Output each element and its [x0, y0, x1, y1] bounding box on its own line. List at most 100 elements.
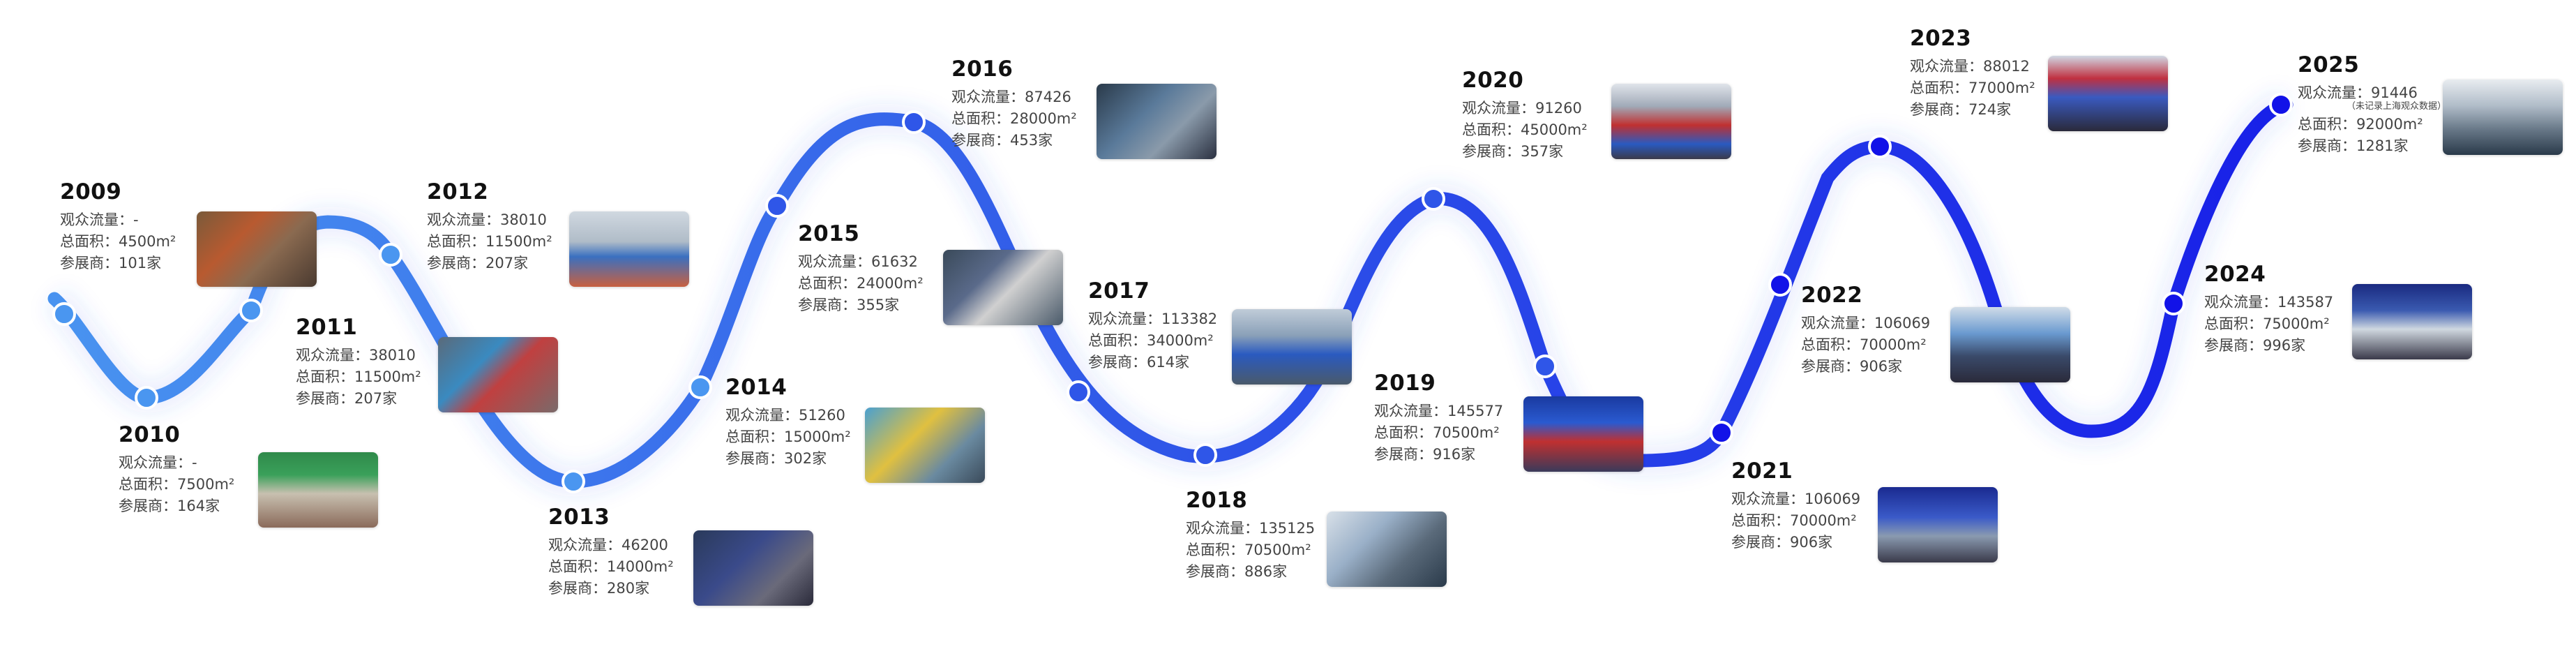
exhibitors-value: 101家 [119, 255, 162, 271]
visitors-label: 观众流量： [119, 454, 192, 471]
visitors-label: 观众流量： [798, 253, 871, 270]
exhibition-photo-2011 [438, 337, 558, 412]
area-label: 总面积： [1374, 424, 1433, 441]
exhibition-photo-2018 [1327, 512, 1447, 587]
milestone-2011: 2011 观众流量：38010 总面积：11500m² 参展商：207家 [296, 314, 421, 410]
exhibition-photo-2022 [1950, 307, 2070, 382]
milestone-year: 2016 [951, 57, 1014, 82]
area-label: 总面积： [798, 275, 857, 292]
area-label: 总面积： [296, 368, 354, 385]
exhibitors-value: 302家 [784, 450, 827, 467]
area-label: 总面积： [2298, 116, 2356, 133]
milestone-2010: 2010 观众流量：- 总面积：7500m² 参展商：164家 [119, 422, 234, 517]
exhibition-photo-2025 [2443, 80, 2563, 155]
visitors-value: 106069 [1805, 491, 1861, 507]
area-value: 11500m² [354, 368, 421, 385]
visitors-value: 38010 [369, 347, 416, 364]
timeline-node-2012 [379, 243, 402, 267]
exhibition-photo-2014 [865, 408, 985, 483]
visitors-value: 91260 [1535, 100, 1582, 117]
milestone-2012: 2012 观众流量：38010 总面积：11500m² 参展商：207家 [427, 179, 552, 274]
exhibitors-value: 207家 [354, 390, 398, 407]
visitors-label: 观众流量： [296, 347, 369, 364]
timeline-node-2017 [1067, 380, 1090, 404]
visitors-label: 观众流量： [1731, 491, 1805, 507]
area-label: 总面积： [1731, 512, 1790, 529]
exhibitors-label: 参展商： [296, 390, 354, 407]
milestone-year: 2009 [60, 179, 122, 204]
exhibition-photo-2020 [1611, 84, 1731, 159]
timeline-node-2009 [52, 302, 76, 326]
milestone-2022: 2022 观众流量：106069 总面积：70000m² 参展商：906家 [1801, 282, 1930, 378]
area-label: 总面积： [2204, 315, 2263, 332]
milestone-year: 2011 [296, 315, 358, 340]
area-value: 4500m² [119, 233, 176, 250]
timeline-node-2023 [1868, 135, 1892, 158]
area-label: 总面积： [725, 428, 784, 445]
timeline-node-2013 [562, 470, 585, 493]
exhibitors-value: 280家 [607, 580, 650, 597]
milestone-2014: 2014 观众流量：51260 总面积：15000m² 参展商：302家 [725, 374, 851, 470]
milestone-year: 2013 [548, 505, 610, 530]
exhibition-photo-2009 [197, 211, 317, 287]
milestone-year: 2021 [1731, 458, 1793, 484]
exhibitors-value: 916家 [1433, 446, 1476, 463]
milestone-2025: 2025 观众流量：91446 （未记录上海观众数据） 总面积：92000m² … [2298, 52, 2446, 157]
visitors-value: 61632 [871, 253, 918, 270]
area-value: 11500m² [485, 233, 552, 250]
milestone-2018: 2018 观众流量：135125 总面积：70500m² 参展商：886家 [1186, 487, 1315, 583]
milestone-year: 2023 [1910, 26, 1972, 51]
milestone-year: 2017 [1088, 278, 1150, 304]
exhibition-photo-2017 [1232, 309, 1352, 385]
area-value: 75000m² [2263, 315, 2330, 332]
exhibitors-label: 参展商： [1731, 534, 1790, 551]
exhibitors-label: 参展商： [1462, 143, 1521, 160]
visitors-value: 91446 [2371, 84, 2418, 101]
area-label: 总面积： [951, 110, 1010, 127]
milestone-year: 2025 [2298, 52, 2360, 77]
exhibitors-label: 参展商： [1801, 358, 1860, 375]
visitors-label: 观众流量： [951, 89, 1025, 105]
exhibitors-value: 453家 [1010, 132, 1053, 149]
timeline-node-2024 [2162, 292, 2185, 315]
visitors-value: 51260 [799, 407, 845, 424]
milestone-year: 2019 [1374, 371, 1436, 396]
exhibitors-label: 参展商： [60, 255, 119, 271]
area-label: 总面积： [1186, 542, 1244, 558]
milestone-year: 2024 [2204, 262, 2266, 287]
exhibition-photo-2012 [569, 211, 689, 287]
timeline-node-2018 [1193, 443, 1217, 467]
area-label: 总面积： [1088, 332, 1147, 349]
timeline-node-2015 [765, 194, 789, 218]
visitors-label: 观众流量： [427, 211, 500, 228]
timeline-node-2019 [1422, 187, 1445, 211]
milestone-2019: 2019 观众流量：145577 总面积：70500m² 参展商：916家 [1374, 370, 1503, 465]
area-value: 34000m² [1147, 332, 1214, 349]
exhibition-photo-2013 [693, 530, 813, 606]
visitors-value: 113382 [1161, 311, 1218, 327]
visitors-value: 38010 [500, 211, 547, 228]
milestone-year: 2020 [1462, 68, 1524, 93]
visitors-label: 观众流量： [60, 211, 133, 228]
area-label: 总面积： [119, 476, 177, 493]
visitors-label: 观众流量： [1374, 403, 1447, 419]
exhibitors-label: 参展商： [2298, 137, 2356, 154]
area-label: 总面积： [1462, 121, 1521, 138]
milestone-2017: 2017 观众流量：113382 总面积：34000m² 参展商：614家 [1088, 278, 1217, 373]
exhibitors-label: 参展商： [2204, 337, 2263, 354]
exhibitors-label: 参展商： [1910, 101, 1968, 118]
area-value: 7500m² [177, 476, 235, 493]
exhibitors-label: 参展商： [119, 498, 177, 514]
area-value: 70000m² [1790, 512, 1857, 529]
visitors-value: - [133, 211, 139, 228]
visitors-label: 观众流量： [1910, 58, 1983, 75]
visitors-value: 135125 [1259, 520, 1316, 537]
exhibitors-value: 614家 [1147, 354, 1190, 371]
milestone-2023: 2023 观众流量：88012 总面积：77000m² 参展商：724家 [1910, 25, 2035, 121]
exhibitors-label: 参展商： [798, 297, 857, 313]
area-value: 70500m² [1433, 424, 1500, 441]
milestone-year: 2010 [119, 422, 181, 447]
visitors-label: 观众流量： [548, 537, 622, 553]
milestone-year: 2022 [1801, 283, 1863, 308]
exhibitors-label: 参展商： [951, 132, 1010, 149]
